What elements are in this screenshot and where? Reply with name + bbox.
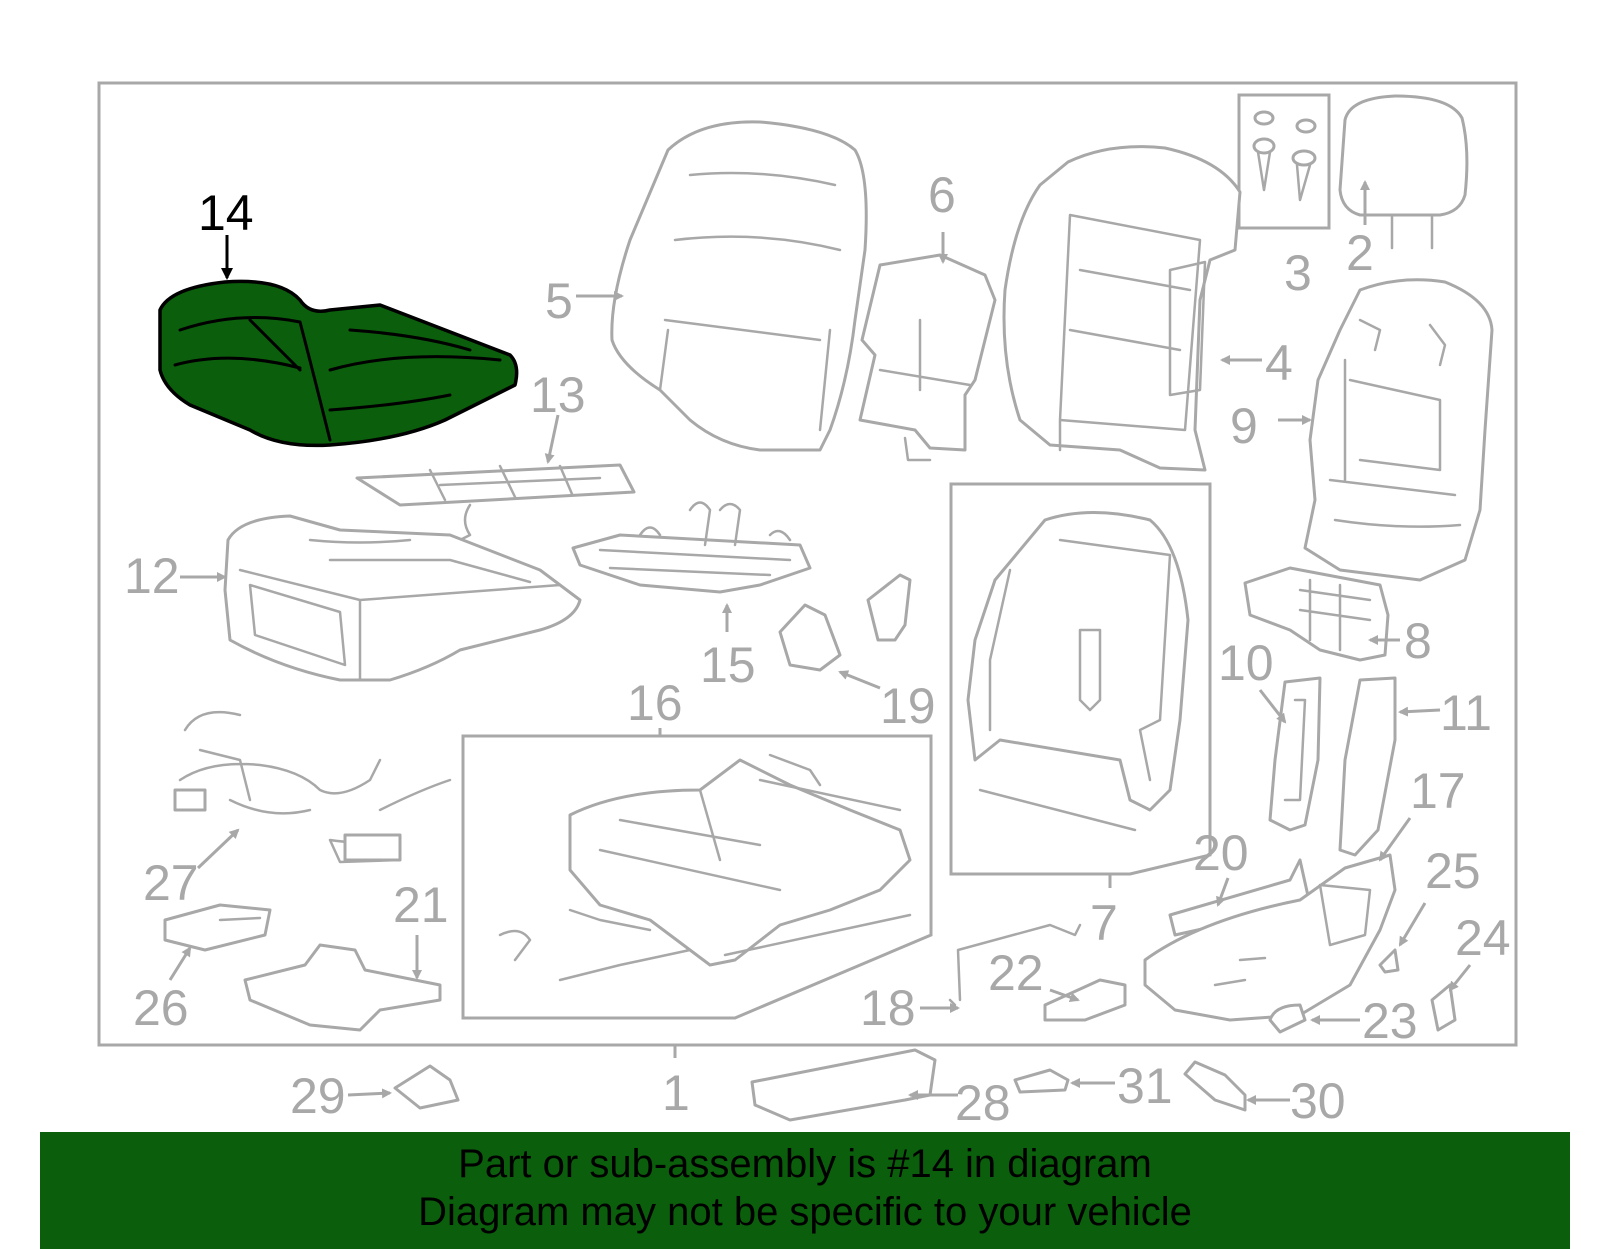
callout-16[interactable]: 16 xyxy=(627,675,683,731)
callout-18[interactable]: 18 xyxy=(860,980,916,1036)
part-13-heater-pad[interactable] xyxy=(355,463,636,542)
callout-3[interactable]: 3 xyxy=(1284,245,1312,301)
part-16-seat-adjuster[interactable] xyxy=(498,753,912,982)
part-6-back-panel[interactable] xyxy=(858,253,997,462)
part-19-bracket[interactable] xyxy=(778,573,912,672)
callout-17[interactable]: 17 xyxy=(1410,763,1466,819)
part-2-headrest[interactable] xyxy=(1338,94,1469,250)
part-9-back-trim[interactable] xyxy=(1303,278,1494,582)
frame-part-3 xyxy=(1237,93,1331,230)
callout-26[interactable]: 26 xyxy=(133,980,189,1036)
callout-25[interactable]: 25 xyxy=(1425,843,1481,899)
part-4-back-shell[interactable] xyxy=(1002,145,1242,472)
callout-numbers: 14 1 2 3 4 5 6 7 8 9 10 11 12 13 15 16 1… xyxy=(124,167,1511,1131)
part-14-seat-cushion[interactable] xyxy=(158,279,519,448)
part-8-side-module[interactable] xyxy=(1243,566,1390,662)
part-7-back-frame[interactable] xyxy=(966,511,1190,832)
part-23-knob[interactable] xyxy=(1268,1003,1307,1034)
part-11-side-panel[interactable] xyxy=(1338,676,1397,857)
callout-28[interactable]: 28 xyxy=(955,1075,1011,1131)
part-30-clip[interactable] xyxy=(1183,1060,1247,1112)
callout-12[interactable]: 12 xyxy=(124,548,180,604)
part-12-foam-pad[interactable] xyxy=(223,514,582,682)
callout-15[interactable]: 15 xyxy=(700,637,756,693)
part-28-trim-panel[interactable] xyxy=(750,1048,937,1122)
part-31-clip[interactable] xyxy=(1013,1068,1070,1094)
callout-13[interactable]: 13 xyxy=(530,367,586,423)
part-27-wire-harness[interactable] xyxy=(173,710,452,864)
banner-disclaimer: Diagram may not be specific to your vehi… xyxy=(418,1190,1192,1234)
part-24-clip[interactable] xyxy=(1430,983,1457,1032)
part-25-cap[interactable] xyxy=(1378,948,1400,974)
callout-22[interactable]: 22 xyxy=(988,945,1044,1001)
part-15-suspension-mat[interactable] xyxy=(571,501,812,594)
part-22-switch[interactable] xyxy=(1043,978,1127,1022)
callout-23[interactable]: 23 xyxy=(1362,993,1418,1049)
callout-10[interactable]: 10 xyxy=(1218,635,1274,691)
callout-6[interactable]: 6 xyxy=(928,167,956,223)
part-29-clip[interactable] xyxy=(393,1064,460,1110)
callout-8[interactable]: 8 xyxy=(1404,613,1432,669)
callout-11[interactable]: 11 xyxy=(1440,685,1492,741)
callout-7[interactable]: 7 xyxy=(1090,895,1118,951)
part-20-trim-strip[interactable] xyxy=(1168,858,1312,937)
callout-31[interactable]: 31 xyxy=(1117,1058,1173,1114)
part-21-tray[interactable] xyxy=(243,943,442,1032)
banner-part-info: Part or sub-assembly is #14 in diagram xyxy=(458,1142,1152,1186)
callout-21[interactable]: 21 xyxy=(393,877,449,933)
callout-29[interactable]: 29 xyxy=(290,1068,346,1124)
callout-27[interactable]: 27 xyxy=(143,855,199,911)
callout-30[interactable]: 30 xyxy=(1290,1073,1346,1129)
part-10-side-trim[interactable] xyxy=(1268,676,1322,832)
frame-part-7 xyxy=(949,482,1212,876)
callout-5[interactable]: 5 xyxy=(545,273,573,329)
callout-24[interactable]: 24 xyxy=(1455,910,1511,966)
callout-19[interactable]: 19 xyxy=(880,678,936,734)
part-17-side-shield[interactable] xyxy=(1143,853,1397,1022)
leader-lines xyxy=(168,180,1472,1105)
callout-4[interactable]: 4 xyxy=(1265,335,1293,391)
part-26-control-module[interactable] xyxy=(163,903,272,952)
callout-20[interactable]: 20 xyxy=(1193,825,1249,881)
callout-1[interactable]: 1 xyxy=(662,1065,690,1121)
info-banner: Part or sub-assembly is #14 in diagram D… xyxy=(40,1132,1570,1249)
frame-part-16 xyxy=(461,734,933,1020)
diagram-frame xyxy=(97,81,1518,1047)
callout-14[interactable]: 14 xyxy=(198,185,254,241)
part-3-fasteners[interactable] xyxy=(1252,110,1317,202)
callout-9[interactable]: 9 xyxy=(1230,398,1258,454)
part-5-seatback-cover[interactable] xyxy=(610,120,868,452)
callout-2[interactable]: 2 xyxy=(1346,225,1374,281)
